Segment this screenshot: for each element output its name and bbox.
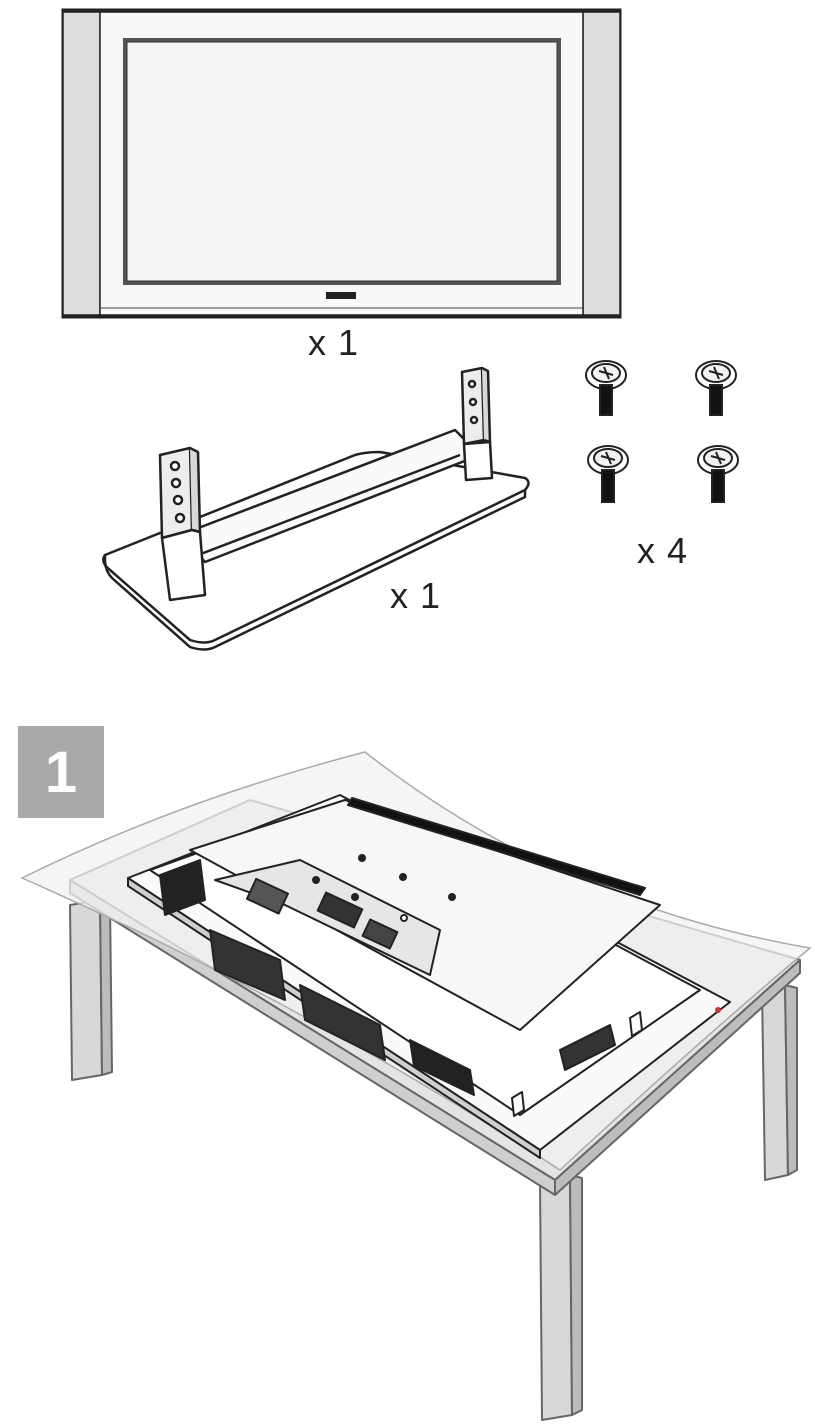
tv-back-panel-icon (127, 794, 731, 1159)
stand-quantity-label: x 1 (390, 575, 442, 616)
tv-stand-icon (102, 366, 530, 651)
brand-logo-plate (326, 292, 356, 299)
step-number-badge: 1 (18, 726, 104, 818)
screw-icon (585, 360, 739, 503)
tv-quantity-label: x 1 (308, 322, 360, 363)
screws-quantity-label: x 4 (637, 530, 689, 571)
tv-front-icon (61, 8, 622, 319)
